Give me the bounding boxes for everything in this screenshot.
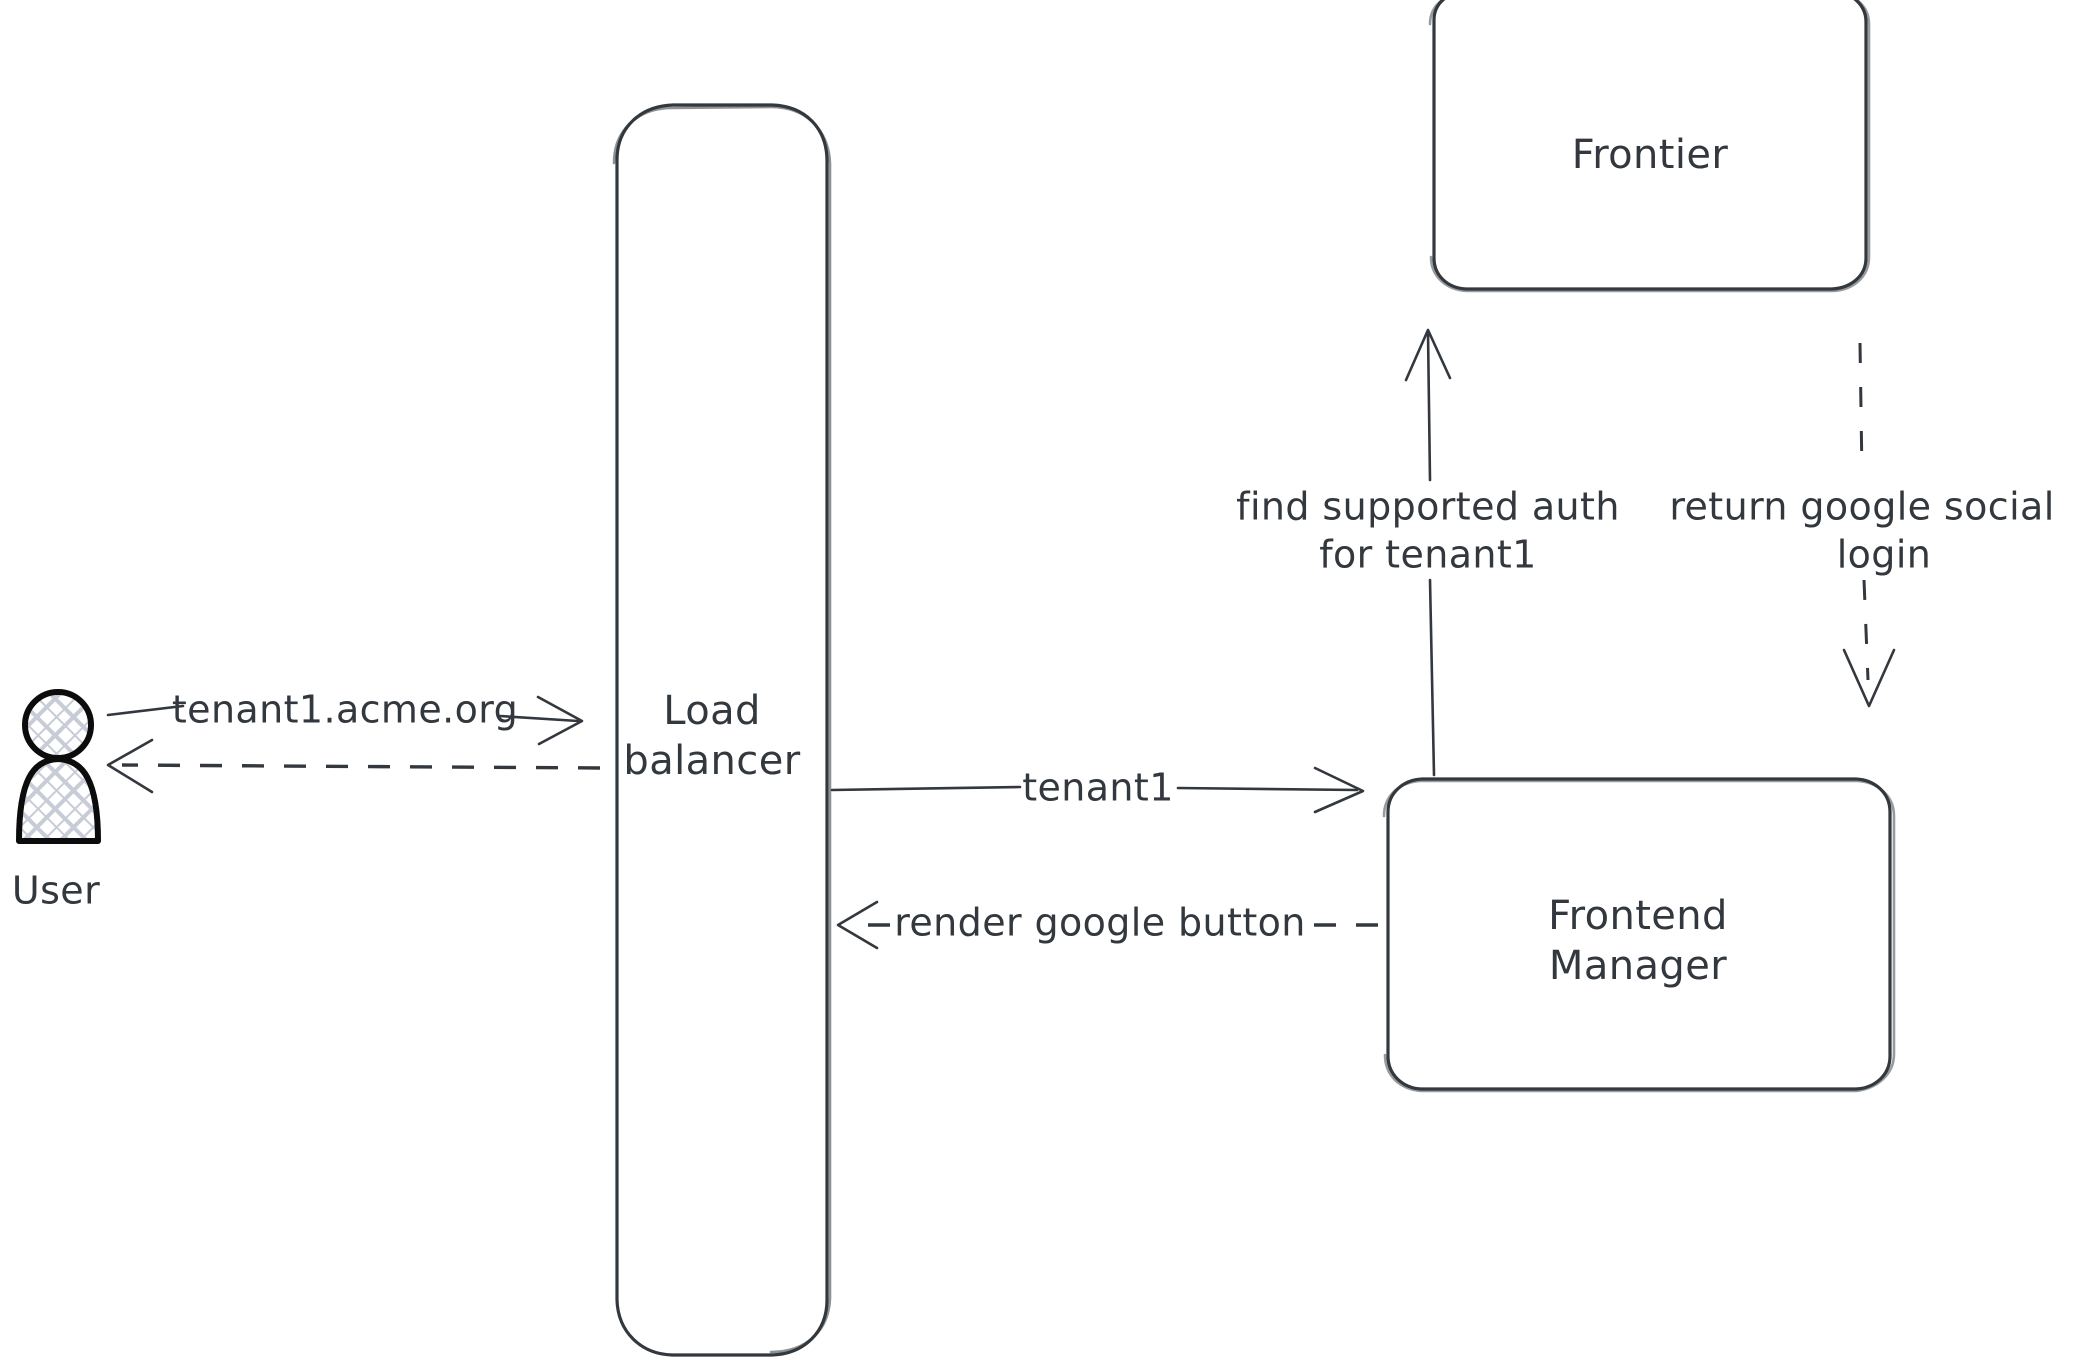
frontend-manager-label-line2: Manager [1549, 943, 1727, 989]
frontier-label: Frontier [1572, 132, 1729, 178]
user-label: User [12, 869, 100, 913]
frontend-manager-shape-sketch [1382, 779, 1896, 1093]
edge-lb-to-user-line [121, 763, 601, 770]
node-frontier[interactable]: Frontier [1428, 0, 1871, 293]
user-body-hatch2-icon [20, 760, 97, 840]
load-balancer-shape-sketch [612, 105, 832, 1354]
frontend-manager-label-line1: Frontend [1548, 893, 1728, 939]
edge-lb-to-fm-line-left [830, 785, 1022, 792]
edge-frontier-to-fm-line-lower [1862, 579, 1870, 681]
edge-frontend-manager-to-load-balancer[interactable]: render google button [836, 900, 1378, 950]
edge-user-to-lb-label: tenant1.acme.org [172, 688, 518, 732]
edge-lb-to-fm-arrowhead [1313, 766, 1365, 814]
load-balancer-label-line1: Load [663, 688, 761, 734]
edge-load-balancer-to-frontend-manager[interactable]: tenant1 [830, 766, 1365, 814]
load-balancer-shape [615, 103, 829, 1357]
edge-fm-to-frontier-line-upper [1426, 330, 1432, 482]
edge-user-to-load-balancer[interactable]: tenant1.acme.org [106, 688, 584, 746]
node-user[interactable]: User [12, 689, 101, 913]
edge-frontier-to-fm-label-line2: login [1837, 533, 1932, 577]
edge-fm-to-frontier-label-line2: for tenant1 [1319, 533, 1537, 577]
edge-user-to-lb-line-right [498, 714, 580, 723]
user-body-outline-icon [16, 756, 101, 844]
edge-frontier-to-fm-line-upper [1858, 342, 1864, 476]
frontier-shape-sketch [1428, 0, 1871, 293]
edge-frontend-manager-to-frontier[interactable]: find supported auth for tenant1 [1236, 328, 1620, 777]
node-load-balancer[interactable]: Load balancer [612, 103, 832, 1357]
edge-fm-to-lb-arrowhead [836, 900, 879, 950]
edge-fm-to-frontier-arrowhead [1404, 328, 1452, 382]
frontier-shape [1432, 0, 1868, 291]
edge-load-balancer-to-user[interactable] [106, 738, 601, 794]
user-head-hatch2-icon [25, 692, 91, 758]
edge-user-to-lb-line-left [106, 704, 185, 717]
edge-lb-to-fm-label: tenant1 [1022, 766, 1174, 810]
edge-lb-to-user-arrowhead [106, 738, 154, 794]
edge-frontier-to-fm-label-line1: return google social [1669, 485, 2054, 529]
edge-lb-to-fm-line-right [1176, 786, 1359, 792]
edge-user-to-lb-arrowhead [536, 695, 584, 746]
edge-frontier-to-fm-arrowhead [1842, 648, 1896, 708]
edge-fm-to-frontier-label-line1: find supported auth [1236, 485, 1620, 529]
edge-frontier-to-frontend-manager[interactable]: return google social login [1669, 342, 2054, 708]
edge-fm-to-frontier-line-lower [1428, 578, 1436, 777]
node-frontend-manager[interactable]: Frontend Manager [1382, 777, 1896, 1093]
edge-fm-to-lb-label: render google button [894, 901, 1306, 945]
load-balancer-label-line2: balancer [623, 738, 800, 784]
